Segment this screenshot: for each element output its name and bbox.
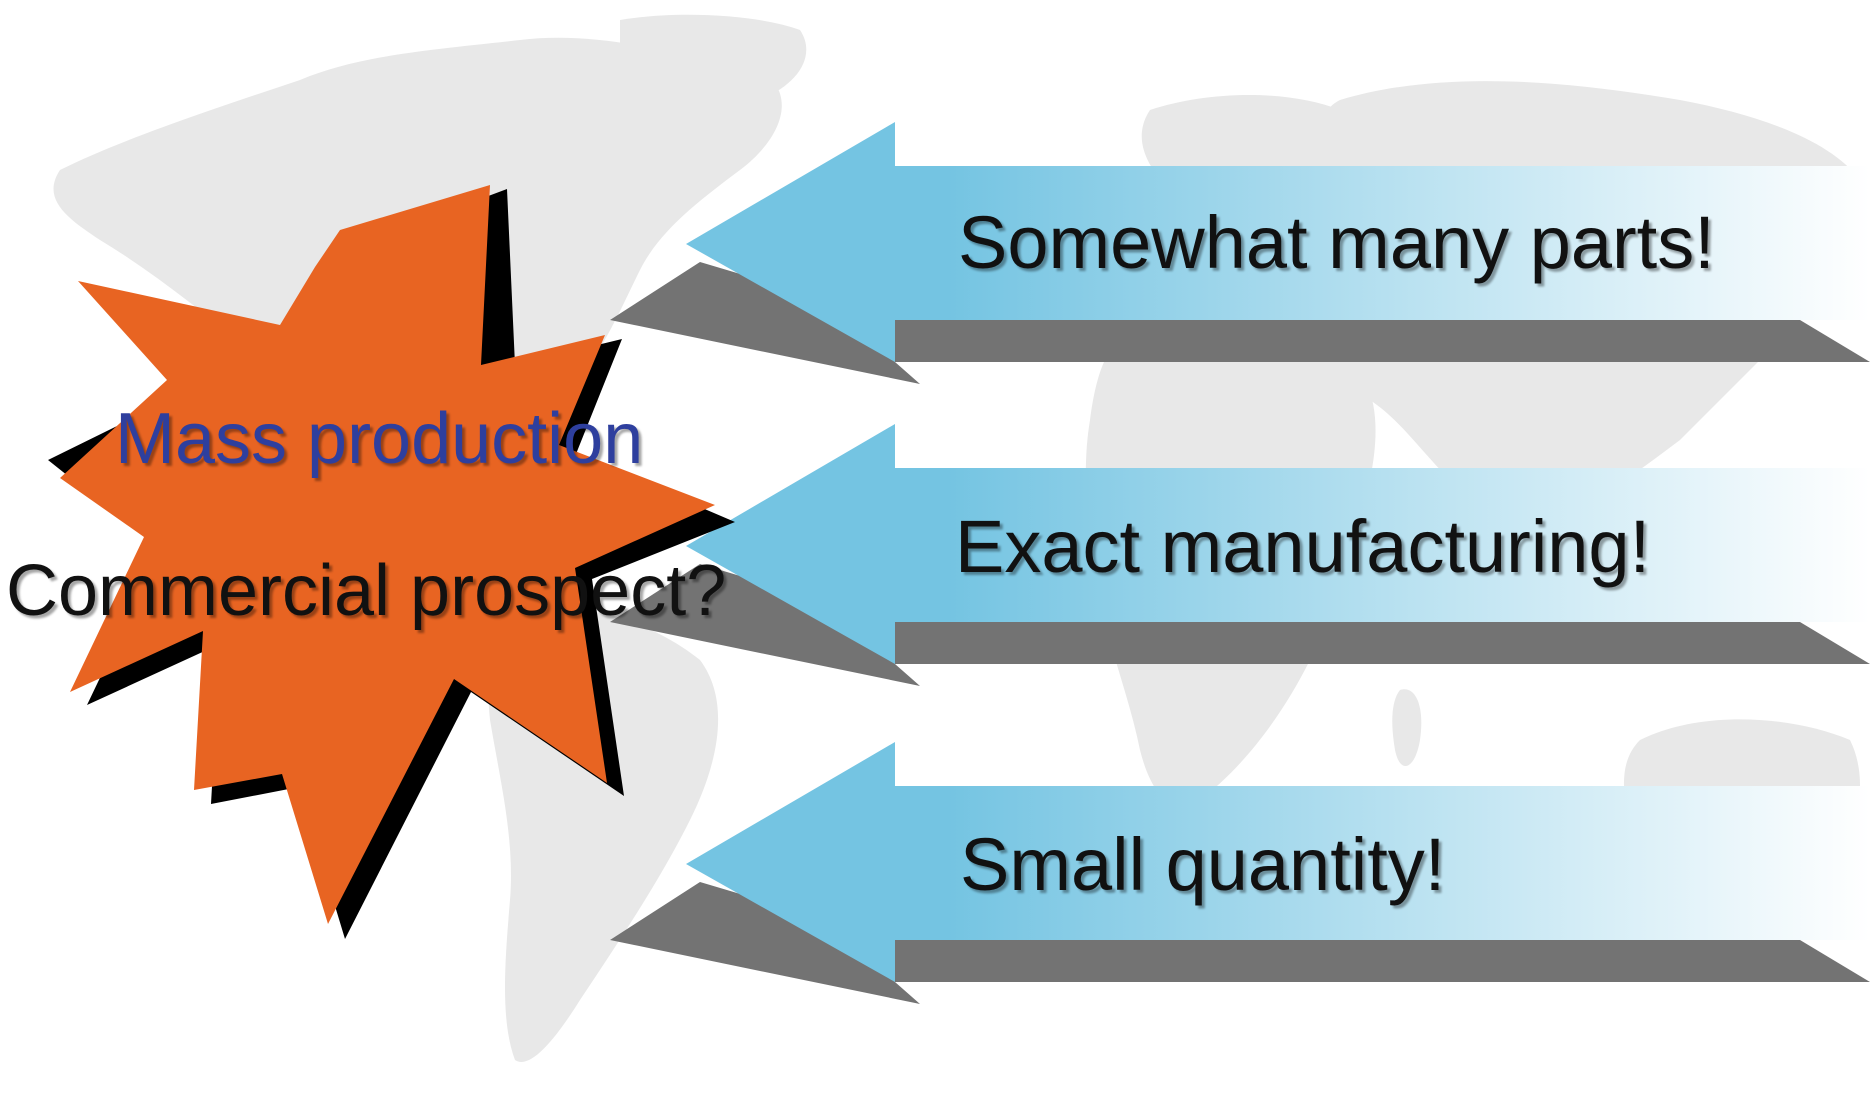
burst-question: Commercial prospect? <box>6 551 727 631</box>
arrow-quantity <box>610 742 1870 1004</box>
burst-title: Mass production <box>115 399 644 479</box>
arrow-label-quantity: Small quantity! <box>960 823 1446 906</box>
arrow-shadow <box>610 882 1870 1004</box>
arrow-manufacturing <box>610 424 1870 686</box>
arrow-shadow <box>610 564 1870 686</box>
arrow-body <box>686 742 1870 982</box>
arrow-label-parts: Somewhat many parts! <box>958 201 1715 284</box>
arrow-label-manufacturing: Exact manufacturing! <box>955 505 1651 588</box>
arrow-body <box>686 424 1870 664</box>
starburst-shape <box>48 185 735 939</box>
starburst-body <box>60 185 715 924</box>
arrow-parts <box>610 122 1870 384</box>
arrow-body <box>686 122 1870 362</box>
arrow-shadow <box>610 262 1870 384</box>
